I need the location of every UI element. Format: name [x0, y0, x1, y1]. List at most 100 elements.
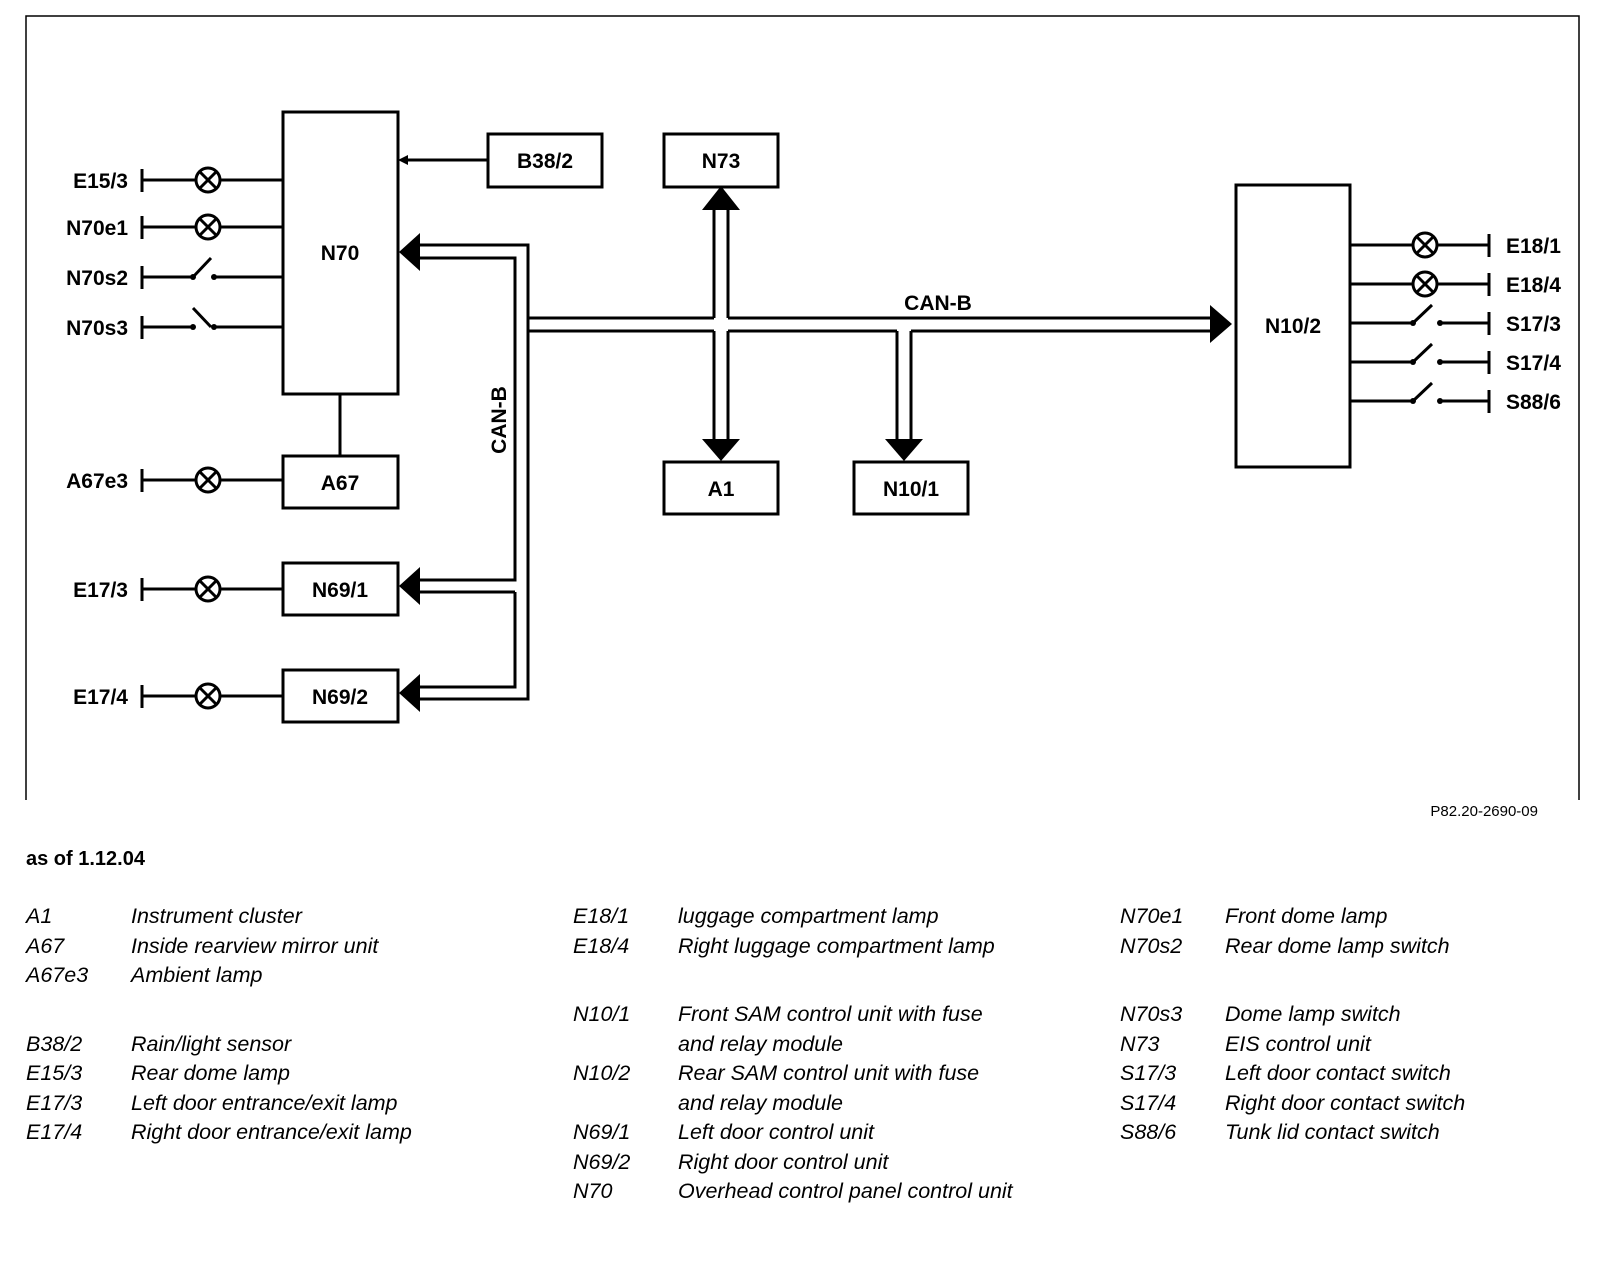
- legend-item: S88/6 Tunk lid contact switch: [1120, 1118, 1565, 1148]
- legend-item: N70e1 Front dome lamp: [1120, 902, 1565, 932]
- legend-desc: Right door entrance/exit lamp: [131, 1120, 412, 1144]
- legend-desc: Front SAM control unit with fuse and rel…: [678, 1002, 983, 1056]
- legend-code: N69/2: [573, 1149, 631, 1174]
- lamp-e17-3-icon: [194, 575, 222, 603]
- module-n70-label: N70: [321, 242, 360, 265]
- legend-code: E15/3: [26, 1061, 83, 1085]
- arrow-to-n73: [702, 186, 740, 210]
- arrow-to-n69-1: [399, 567, 420, 605]
- legend-item: A67 Inside rearview mirror unit: [26, 932, 471, 962]
- label-e18-1: E18/1: [1506, 235, 1561, 258]
- legend-item: S17/4 Right door contact switch: [1120, 1089, 1565, 1119]
- module-a67-label: A67: [321, 472, 360, 495]
- legend-gap: [26, 991, 471, 1030]
- legend-desc: EIS control unit: [1225, 1031, 1371, 1056]
- module-a1-label: A1: [708, 478, 735, 501]
- module-n10-2-label: N10/2: [1265, 315, 1321, 338]
- label-s88-6: S88/6: [1506, 391, 1561, 414]
- label-e15-3: E15/3: [73, 170, 128, 193]
- module-n69-1-label: N69/1: [312, 579, 368, 602]
- legend-code: N10/1: [573, 1002, 631, 1026]
- arrow-to-n69-2: [399, 674, 420, 712]
- legend-desc: Rear dome lamp switch: [1225, 933, 1450, 958]
- label-n70s3: N70s3: [66, 317, 128, 340]
- legend-item: N69/2 Right door control unit: [573, 1148, 1018, 1178]
- module-n69-1: [281, 561, 400, 617]
- legend-item: E18/4 Right luggage compartment lamp: [573, 932, 1018, 962]
- legend-code: N70: [573, 1179, 613, 1203]
- diagram-frame: [25, 15, 1580, 800]
- legend-item: E17/4 Right door entrance/exit lamp: [26, 1118, 471, 1148]
- wires: [140, 158, 1491, 708]
- legend-item: E18/1 luggage compartment lamp: [573, 902, 1018, 932]
- module-n69-2-label: N69/2: [312, 686, 368, 709]
- label-a67e3: A67e3: [66, 470, 128, 493]
- legend-desc: Front dome lamp: [1225, 904, 1388, 928]
- module-n73-label: N73: [702, 150, 741, 173]
- lamp-a67e3-icon: [194, 466, 222, 494]
- legend-code: N10/2: [573, 1061, 631, 1085]
- legend-desc: Inside rearview mirror unit: [131, 933, 379, 958]
- module-n73: [662, 132, 780, 189]
- legend-code: S17/4: [1120, 1090, 1177, 1115]
- legend-code: N70e1: [1120, 904, 1184, 928]
- module-a1: [662, 460, 780, 516]
- label-e17-4: E17/4: [73, 686, 128, 709]
- label-s17-3: S17/3: [1506, 313, 1561, 336]
- module-a67: [281, 454, 400, 510]
- legend-item: E15/3 Rear dome lamp: [26, 1059, 471, 1089]
- label-e17-3: E17/3: [73, 579, 128, 602]
- legend-desc: Overhead control panel control unit: [678, 1179, 1013, 1203]
- arrow-to-n10-1: [885, 439, 923, 461]
- legend-desc: Rear dome lamp: [131, 1061, 290, 1085]
- module-n10-1: [852, 460, 970, 516]
- switch-contacts: [190, 274, 1443, 404]
- legend-code: E17/3: [26, 1090, 83, 1115]
- legend-code: A67: [26, 933, 65, 958]
- legend-gap: [573, 961, 1018, 1000]
- legend-desc: Tunk lid contact switch: [1225, 1120, 1440, 1144]
- lamp-n70e1-icon: [194, 213, 222, 241]
- module-n69-2: [281, 668, 400, 724]
- legend-code: E17/4: [26, 1120, 83, 1144]
- legend-code: B38/2: [26, 1031, 83, 1056]
- lamp-e18-1-icon: [1411, 231, 1439, 259]
- legend-code: S88/6: [1120, 1120, 1177, 1144]
- can-b-label-vertical: CAN-B: [488, 386, 511, 454]
- bus-arrowheads: [399, 186, 1232, 712]
- legend-desc: Right luggage compartment lamp: [678, 933, 995, 958]
- module-n10-2: [1234, 183, 1352, 469]
- legend-code: A67e3: [26, 963, 89, 987]
- legend-code: E18/1: [573, 904, 630, 928]
- legend-code: S17/3: [1120, 1061, 1177, 1085]
- arrow-b38-2-to-n70: [398, 155, 408, 165]
- module-n10-1-label: N10/1: [883, 478, 939, 501]
- module-b38-2: [486, 132, 604, 189]
- arrow-to-n70: [399, 233, 420, 271]
- legend-desc: Rear SAM control unit with fuse and rela…: [678, 1061, 980, 1115]
- legend-code: E18/4: [573, 933, 630, 958]
- legend-gap: [1120, 961, 1565, 1000]
- figure-reference: P82.20-2690-09: [1430, 803, 1538, 820]
- label-n70e1: N70e1: [66, 217, 128, 240]
- label-e18-4: E18/4: [1506, 274, 1561, 297]
- legend-item: N10/1 Front SAM control unit with fuse an…: [573, 1000, 1018, 1059]
- legend-desc: Right door contact switch: [1225, 1090, 1466, 1115]
- lamp-e18-4-icon: [1411, 270, 1439, 298]
- lamp-e17-4-icon: [194, 682, 222, 710]
- legend-desc: luggage compartment lamp: [678, 904, 939, 928]
- lamp-e15-3-icon: [194, 166, 222, 194]
- legend-item: N10/2 Rear SAM control unit with fuse and…: [573, 1059, 1018, 1118]
- legend-desc: Right door control unit: [678, 1149, 889, 1174]
- can-b-bus: [416, 208, 1210, 701]
